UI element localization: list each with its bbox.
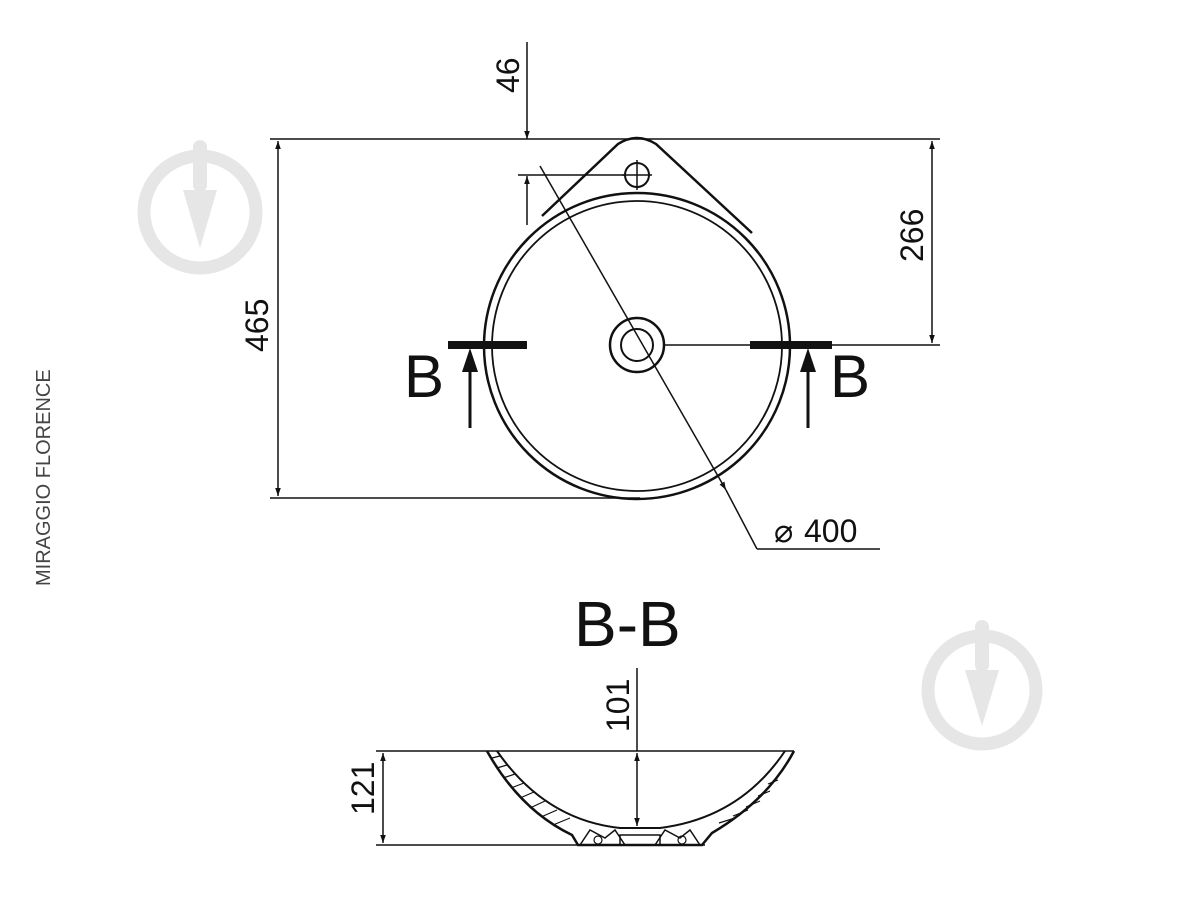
dim-overall-depth: 465 xyxy=(239,299,275,352)
plan-view xyxy=(270,42,940,550)
basin-inner-bowl xyxy=(491,200,783,492)
dim-diameter: 400 xyxy=(804,513,857,549)
watermark-drop-icon xyxy=(921,620,1043,751)
dim-tap-offset: 46 xyxy=(490,57,526,93)
dim-diameter-symbol: ⌀ xyxy=(774,513,793,549)
basin-back-corner xyxy=(541,136,753,234)
brand-label: MIRAGGIO FLORENCE xyxy=(33,369,55,586)
section-view-title: B-B xyxy=(574,588,681,660)
section-arrow-icon xyxy=(800,348,816,428)
dim-overall-height: 121 xyxy=(345,762,381,815)
drain-icon xyxy=(608,316,666,374)
tap-hole-icon xyxy=(622,160,652,190)
section-marker-right: B xyxy=(830,343,870,410)
section-marker-left: B xyxy=(404,343,444,410)
section-arrow-icon xyxy=(462,348,478,428)
dim-bowl-depth: 101 xyxy=(600,679,636,732)
section-view xyxy=(376,668,796,847)
basin-outer-rim xyxy=(482,191,792,501)
watermark-drop-icon xyxy=(137,140,263,275)
dim-drain-to-back: 266 xyxy=(894,209,930,262)
